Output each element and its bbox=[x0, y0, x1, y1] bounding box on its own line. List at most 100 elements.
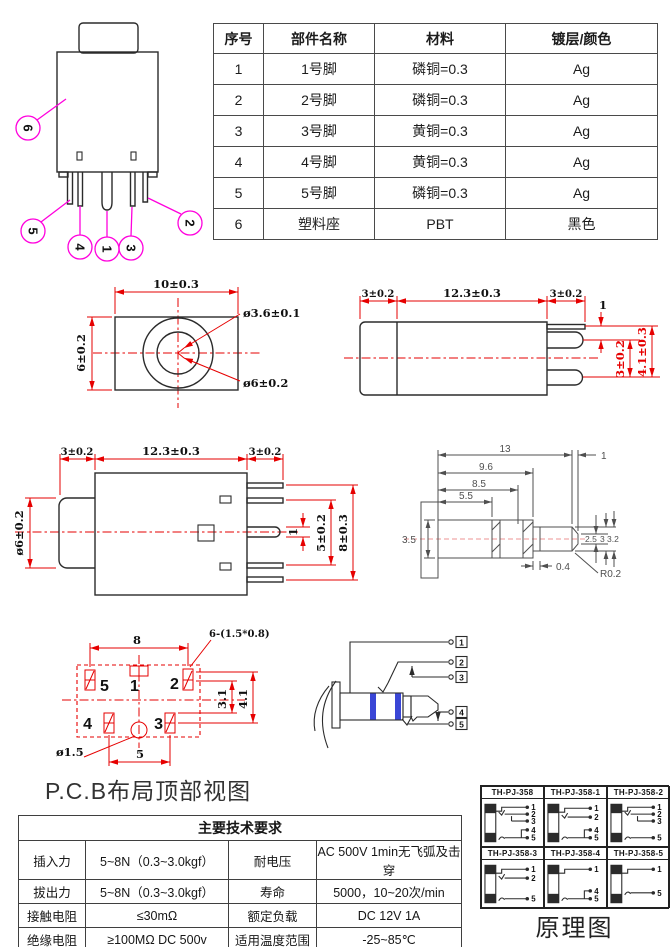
schematic-terminal: 4 bbox=[594, 887, 599, 896]
schematic-terminal: 1 bbox=[594, 804, 599, 813]
cell-plating: Ag bbox=[505, 146, 658, 178]
front-view-figure: 10±0.3 6±0.2 ø3.6±0.1 ø6±0.2 bbox=[74, 277, 300, 408]
schematic-terminal: 5 bbox=[657, 834, 662, 843]
cell-no: 6 bbox=[213, 208, 264, 240]
cell-part: 2号脚 bbox=[263, 84, 375, 116]
cell-part: 3号脚 bbox=[263, 115, 375, 147]
dim-3: 3 bbox=[600, 534, 605, 544]
cell-material: 黄铜=0.3 bbox=[374, 115, 506, 147]
dim-pin-width: 1 bbox=[286, 528, 300, 536]
schematic-drawing: 1 2 5 bbox=[484, 864, 536, 904]
dim-8-5: 8.5 bbox=[472, 479, 486, 490]
schematic-cell-358-3: TH-PJ-358-3 1 2 5 bbox=[481, 847, 544, 908]
schematic-title: TH-PJ-358-3 bbox=[482, 848, 543, 860]
dim-0-4: 0.4 bbox=[556, 562, 570, 573]
callout-3: 3 bbox=[124, 244, 139, 251]
dim-3-1: 3.1 bbox=[215, 689, 229, 709]
tech-value: 5~8N（0.3~3.0kgf） bbox=[85, 879, 229, 904]
schematic-terminal: 1 bbox=[531, 803, 536, 812]
dim-outer-dia: ø6±0.2 bbox=[243, 376, 288, 390]
cell-part: 5号脚 bbox=[263, 177, 375, 209]
dim-width: 10±0.3 bbox=[153, 277, 199, 291]
col-header-part: 部件名称 bbox=[263, 23, 375, 54]
side-view-body bbox=[359, 321, 586, 396]
callout-5: 5 bbox=[26, 227, 41, 234]
schematic-terminal: 5 bbox=[594, 834, 599, 843]
schematic-terminal: 2 bbox=[531, 810, 536, 819]
tech-value: -25~85℃ bbox=[316, 927, 462, 947]
dim-left: 3±0.2 bbox=[362, 289, 395, 300]
callout-6: 6 bbox=[21, 124, 36, 131]
dim-pcb-width: 8 bbox=[133, 633, 141, 647]
schematic-title: TH-PJ-358-4 bbox=[545, 848, 606, 860]
pcb-dimensions: 8 6-(1.5*0.8) 3.1 4.1 5 ø1.5 bbox=[56, 629, 270, 766]
cell-part: 1号脚 bbox=[263, 53, 375, 85]
schematic-drawing: 1 2 3 5 bbox=[610, 803, 662, 843]
tech-value: DC 12V 1A bbox=[316, 903, 462, 928]
terminal-4: 4 bbox=[459, 708, 464, 718]
col-header-plating: 镀层/颜色 bbox=[505, 23, 658, 54]
schematic-title: TH-PJ-358-5 bbox=[608, 848, 669, 860]
dim-pin-gap: 1 bbox=[599, 298, 607, 312]
dim-4-1: 4.1 bbox=[236, 689, 250, 709]
cell-material: 磷铜=0.3 bbox=[374, 177, 506, 209]
schematic-terminal: 2 bbox=[531, 874, 536, 883]
cell-material: PBT bbox=[374, 208, 506, 240]
pcb-slot-note: 6-(1.5*0.8) bbox=[209, 629, 270, 640]
cell-no: 3 bbox=[213, 115, 264, 147]
top-view-dimensions: 3±0.2 12.3±0.3 3±0.2 ø6±0.2 1 5±0.2 8±0.… bbox=[12, 444, 358, 581]
plug-profile bbox=[420, 501, 579, 579]
side-view-figure: 3±0.2 12.3±0.3 3±0.2 1 3±0.2 4.1±0.3 bbox=[344, 286, 660, 396]
terminal-3: 3 bbox=[459, 673, 464, 683]
pad-label-3: 3 bbox=[154, 716, 163, 733]
terminal-leaders: 1 2 3 4 5 bbox=[349, 635, 468, 731]
dim-span: 8±0.3 bbox=[336, 514, 350, 552]
top-view-figure: 3±0.2 12.3±0.3 3±0.2 ø6±0.2 1 5±0.2 8±0.… bbox=[12, 444, 358, 596]
cell-material: 磷铜=0.3 bbox=[374, 84, 506, 116]
schematic-terminal: 1 bbox=[657, 865, 662, 874]
dim-barrel-dia: ø6±0.2 bbox=[12, 510, 26, 555]
callout-2: 2 bbox=[183, 219, 198, 226]
dim-inner-dia: ø3.6±0.1 bbox=[243, 306, 300, 320]
schematic-terminal: 5 bbox=[594, 895, 599, 904]
dim-5-5: 5.5 bbox=[459, 491, 473, 502]
plug-terminal-figure: 1 2 3 4 5 bbox=[313, 635, 468, 749]
schematic-terminal: 4 bbox=[594, 826, 599, 835]
plug-dimensions: 13 1 9.6 8.5 5.5 3.5 2.5 3 3.2 bbox=[402, 444, 622, 580]
schematic-drawing: 1 2 3 4 5 bbox=[484, 803, 536, 843]
schematic-drawing: 1 4 5 bbox=[547, 864, 599, 904]
schematic-cell-358-1: TH-PJ-358-1 1 2 4 5 bbox=[544, 786, 607, 847]
cell-material: 黄铜=0.3 bbox=[374, 146, 506, 178]
dim-9-6: 9.6 bbox=[479, 462, 493, 473]
schematic-drawing: 1 2 4 5 bbox=[547, 803, 599, 843]
schematic-title: TH-PJ-358-1 bbox=[545, 787, 606, 799]
callout-1: 1 bbox=[100, 245, 115, 252]
cell-no: 4 bbox=[213, 146, 264, 178]
schematic-grid: TH-PJ-358 1 2 3 4 5 TH-PJ-358-1 bbox=[480, 785, 670, 909]
schematic-terminal: 2 bbox=[657, 810, 662, 819]
callout-4: 4 bbox=[73, 243, 88, 251]
dim-2-5: 2.5 bbox=[585, 534, 597, 544]
tech-value: AC 500V 1min无飞弧及击穿 bbox=[316, 840, 462, 880]
schematic-terminal: 3 bbox=[657, 817, 662, 826]
schematic-terminal: 5 bbox=[657, 889, 662, 898]
col-header-material: 材料 bbox=[374, 23, 506, 54]
dim-body: 12.3±0.3 bbox=[142, 444, 200, 458]
side-view-dimensions: 3±0.2 12.3±0.3 3±0.2 1 3±0.2 4.1±0.3 bbox=[359, 286, 660, 378]
tech-table-title-row: 主要技术要求 bbox=[18, 815, 462, 841]
plug-dimension-figure: 13 1 9.6 8.5 5.5 3.5 2.5 3 3.2 bbox=[402, 444, 622, 580]
schematic-terminal: 3 bbox=[531, 817, 536, 826]
cell-no: 2 bbox=[213, 84, 264, 116]
pcb-figure-title: P.C.B布局顶部视图 bbox=[45, 778, 252, 804]
schematic-terminal: 1 bbox=[594, 865, 599, 874]
terminal-5: 5 bbox=[459, 720, 464, 730]
dim-radius: R0.2 bbox=[600, 569, 622, 580]
dim-1: 1 bbox=[601, 451, 607, 462]
pcb-layout-figure: 5 1 2 4 3 8 6-(1.5*0.8) 3.1 4.1 5 bbox=[56, 629, 270, 766]
cell-part: 塑料座 bbox=[263, 208, 375, 240]
